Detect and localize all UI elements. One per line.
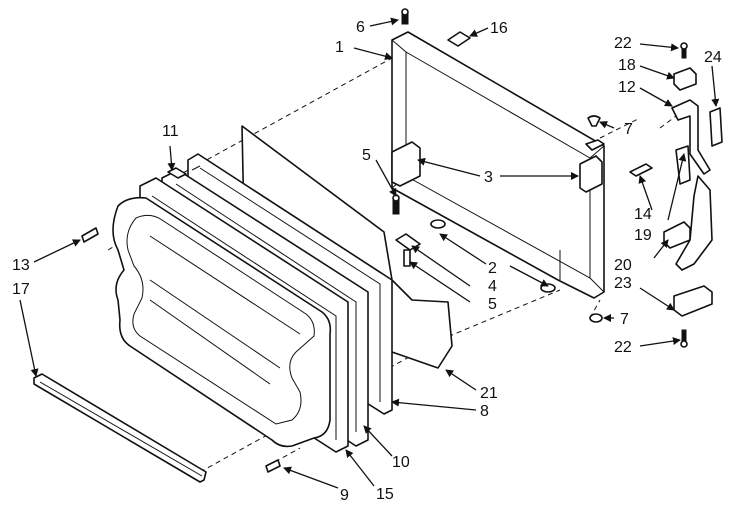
door-liner	[112, 196, 332, 448]
hinge-assembly	[629, 42, 723, 348]
callout-24: 24	[704, 49, 722, 66]
callout-22-lower: 22	[614, 339, 632, 356]
callout-15: 15	[376, 486, 394, 503]
cabinet-hinge-brackets	[391, 139, 605, 193]
door-shelf-bar	[33, 373, 207, 483]
callout-5-lower: 5	[488, 296, 497, 313]
screws-and-plugs	[81, 8, 603, 473]
callout-22-upper: 22	[614, 35, 632, 52]
leader-lines	[19, 17, 720, 489]
callout-21: 21	[480, 385, 498, 402]
callout-3: 3	[484, 169, 493, 186]
callout-17: 17	[12, 281, 30, 298]
callout-10: 10	[392, 454, 410, 471]
callout-7-upper: 7	[624, 121, 633, 138]
callout-6: 6	[356, 19, 365, 36]
callout-19: 19	[634, 227, 652, 244]
callout-23: 23	[614, 275, 632, 292]
callout-7-lower: 7	[620, 311, 629, 328]
callout-16: 16	[490, 20, 508, 37]
callout-labels: 1 2 3 4 5 5 6 7 7 8 9 10 11 12 13 14 15 …	[12, 19, 722, 504]
callout-2: 2	[488, 260, 497, 277]
cabinet-frame	[391, 31, 605, 299]
callout-4: 4	[488, 278, 497, 295]
callout-1: 1	[335, 39, 344, 56]
callout-11: 11	[162, 123, 179, 140]
callout-14: 14	[634, 206, 652, 223]
hinge-pivot-parts	[392, 194, 421, 267]
callout-8: 8	[480, 403, 489, 420]
callout-18: 18	[618, 57, 636, 74]
callout-20: 20	[614, 257, 632, 274]
callout-12: 12	[618, 79, 636, 96]
callout-5-upper: 5	[362, 147, 371, 164]
callout-13: 13	[12, 257, 30, 274]
callout-9: 9	[340, 487, 349, 504]
